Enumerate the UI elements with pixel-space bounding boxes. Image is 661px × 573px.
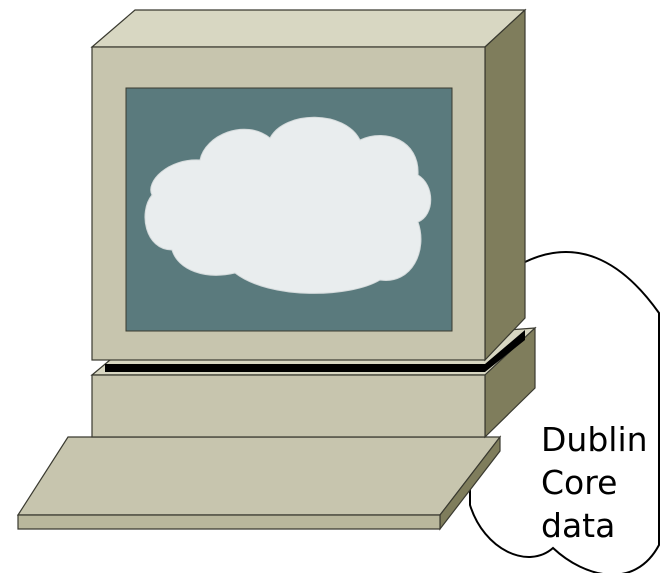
document-label-line-3: data [541,506,615,545]
document-label-line-1: Dublin [541,420,648,459]
desktop-computer-icon [90,8,527,362]
document-label-line-2: Core [541,463,617,502]
cloud-icon [144,116,432,294]
keyboard-icon [16,435,502,531]
